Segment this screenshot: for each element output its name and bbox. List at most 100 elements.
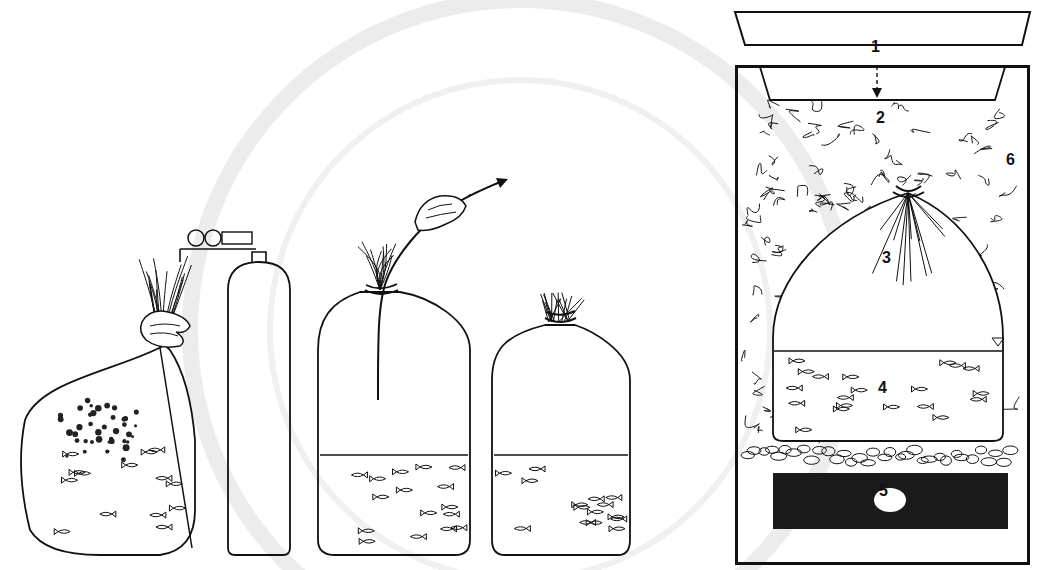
packing-scrap bbox=[898, 105, 909, 111]
fish bbox=[359, 538, 375, 544]
food-dot bbox=[77, 405, 83, 411]
ice-chip bbox=[786, 449, 802, 457]
fish bbox=[443, 511, 459, 517]
watermark-ring bbox=[270, 80, 770, 570]
fish bbox=[812, 374, 828, 380]
food-dot bbox=[76, 424, 82, 430]
packing-scrap bbox=[918, 173, 933, 183]
packing-scrap bbox=[873, 133, 879, 144]
fish bbox=[514, 526, 530, 532]
fish bbox=[54, 529, 70, 535]
packing-scrap bbox=[745, 416, 759, 429]
box-parts bbox=[735, 12, 1030, 466]
bag-outline bbox=[318, 292, 470, 555]
packing-scrap bbox=[750, 315, 758, 323]
packing-scrap bbox=[952, 217, 966, 221]
packing-scrap bbox=[986, 120, 999, 129]
knot bbox=[893, 186, 924, 197]
arrow-head bbox=[496, 178, 508, 188]
bag-crease bbox=[908, 193, 932, 273]
bag-neck-strand bbox=[376, 251, 381, 290]
lid bbox=[735, 12, 1030, 45]
packing-scrap bbox=[764, 189, 785, 200]
ice-chip bbox=[989, 450, 1003, 456]
packing-scrap bbox=[761, 237, 770, 245]
food-dot bbox=[83, 439, 87, 443]
fish bbox=[358, 528, 374, 534]
box-rim bbox=[760, 67, 1005, 100]
watermark-ring bbox=[190, 0, 850, 570]
ice-chip bbox=[898, 451, 914, 459]
packing-scrap bbox=[891, 155, 902, 165]
fish bbox=[351, 472, 367, 478]
fish bbox=[122, 462, 138, 468]
gauge bbox=[188, 230, 204, 246]
food-dot bbox=[122, 439, 126, 443]
fish bbox=[608, 514, 624, 520]
ice-chip bbox=[797, 445, 810, 453]
inflating-bag bbox=[318, 178, 508, 555]
fish bbox=[495, 470, 511, 476]
packing-scrap bbox=[752, 372, 761, 385]
bag-shape bbox=[773, 193, 1003, 441]
bag-crease bbox=[908, 193, 911, 281]
rubber-band bbox=[365, 284, 398, 294]
bag-outline bbox=[21, 345, 195, 555]
packing-scrap bbox=[758, 426, 763, 433]
packing-scrap bbox=[897, 175, 910, 185]
fish bbox=[796, 427, 812, 433]
valve bbox=[180, 249, 266, 262]
fish bbox=[373, 494, 389, 500]
food-dot bbox=[89, 404, 93, 408]
finger bbox=[150, 324, 180, 336]
packing-scrap bbox=[741, 350, 745, 361]
packing-scrap bbox=[811, 101, 821, 111]
food-dot bbox=[65, 454, 68, 457]
fish bbox=[572, 502, 588, 508]
packing-scrap bbox=[747, 204, 759, 215]
label-oval bbox=[773, 473, 1008, 529]
food-dot bbox=[102, 424, 107, 429]
ice-chip bbox=[907, 445, 923, 454]
bag-crease bbox=[908, 193, 911, 239]
fish bbox=[370, 476, 386, 482]
fish bbox=[169, 505, 185, 511]
packing-scrap bbox=[786, 109, 801, 122]
packing-scrap bbox=[990, 216, 1001, 222]
packing-scrap bbox=[946, 170, 961, 180]
bag-crease bbox=[894, 193, 908, 240]
cylinder-body bbox=[228, 262, 290, 555]
food-dot bbox=[122, 417, 127, 422]
ice-chip bbox=[759, 448, 770, 456]
ice-chip bbox=[996, 458, 1011, 466]
fish bbox=[586, 520, 602, 526]
packing-scrap bbox=[760, 131, 770, 135]
packing-scrap bbox=[763, 407, 771, 411]
packing-scrap bbox=[914, 178, 923, 186]
fish bbox=[789, 358, 805, 364]
packing-scrap bbox=[892, 102, 899, 109]
food-dot bbox=[122, 422, 127, 427]
fish bbox=[156, 524, 172, 530]
food-dot bbox=[83, 450, 87, 454]
food-dot bbox=[134, 410, 139, 415]
fish bbox=[883, 404, 899, 410]
food-dot bbox=[90, 440, 94, 444]
packing-scrap bbox=[910, 129, 930, 133]
fish bbox=[843, 374, 859, 380]
fish bbox=[949, 363, 965, 369]
finger bbox=[426, 204, 456, 218]
fish bbox=[416, 464, 432, 470]
fish bbox=[587, 509, 603, 515]
packing-scrap bbox=[971, 136, 978, 145]
packing-scrap bbox=[742, 220, 752, 226]
food-dot bbox=[126, 431, 132, 437]
food-dot bbox=[72, 431, 78, 437]
fish bbox=[100, 511, 116, 517]
fish bbox=[837, 395, 853, 401]
fish bbox=[440, 526, 456, 532]
transport-box: 3456 bbox=[735, 65, 1030, 565]
fish bbox=[438, 484, 454, 490]
packing-scrap bbox=[885, 149, 891, 158]
bag-neck-strand bbox=[564, 296, 571, 322]
